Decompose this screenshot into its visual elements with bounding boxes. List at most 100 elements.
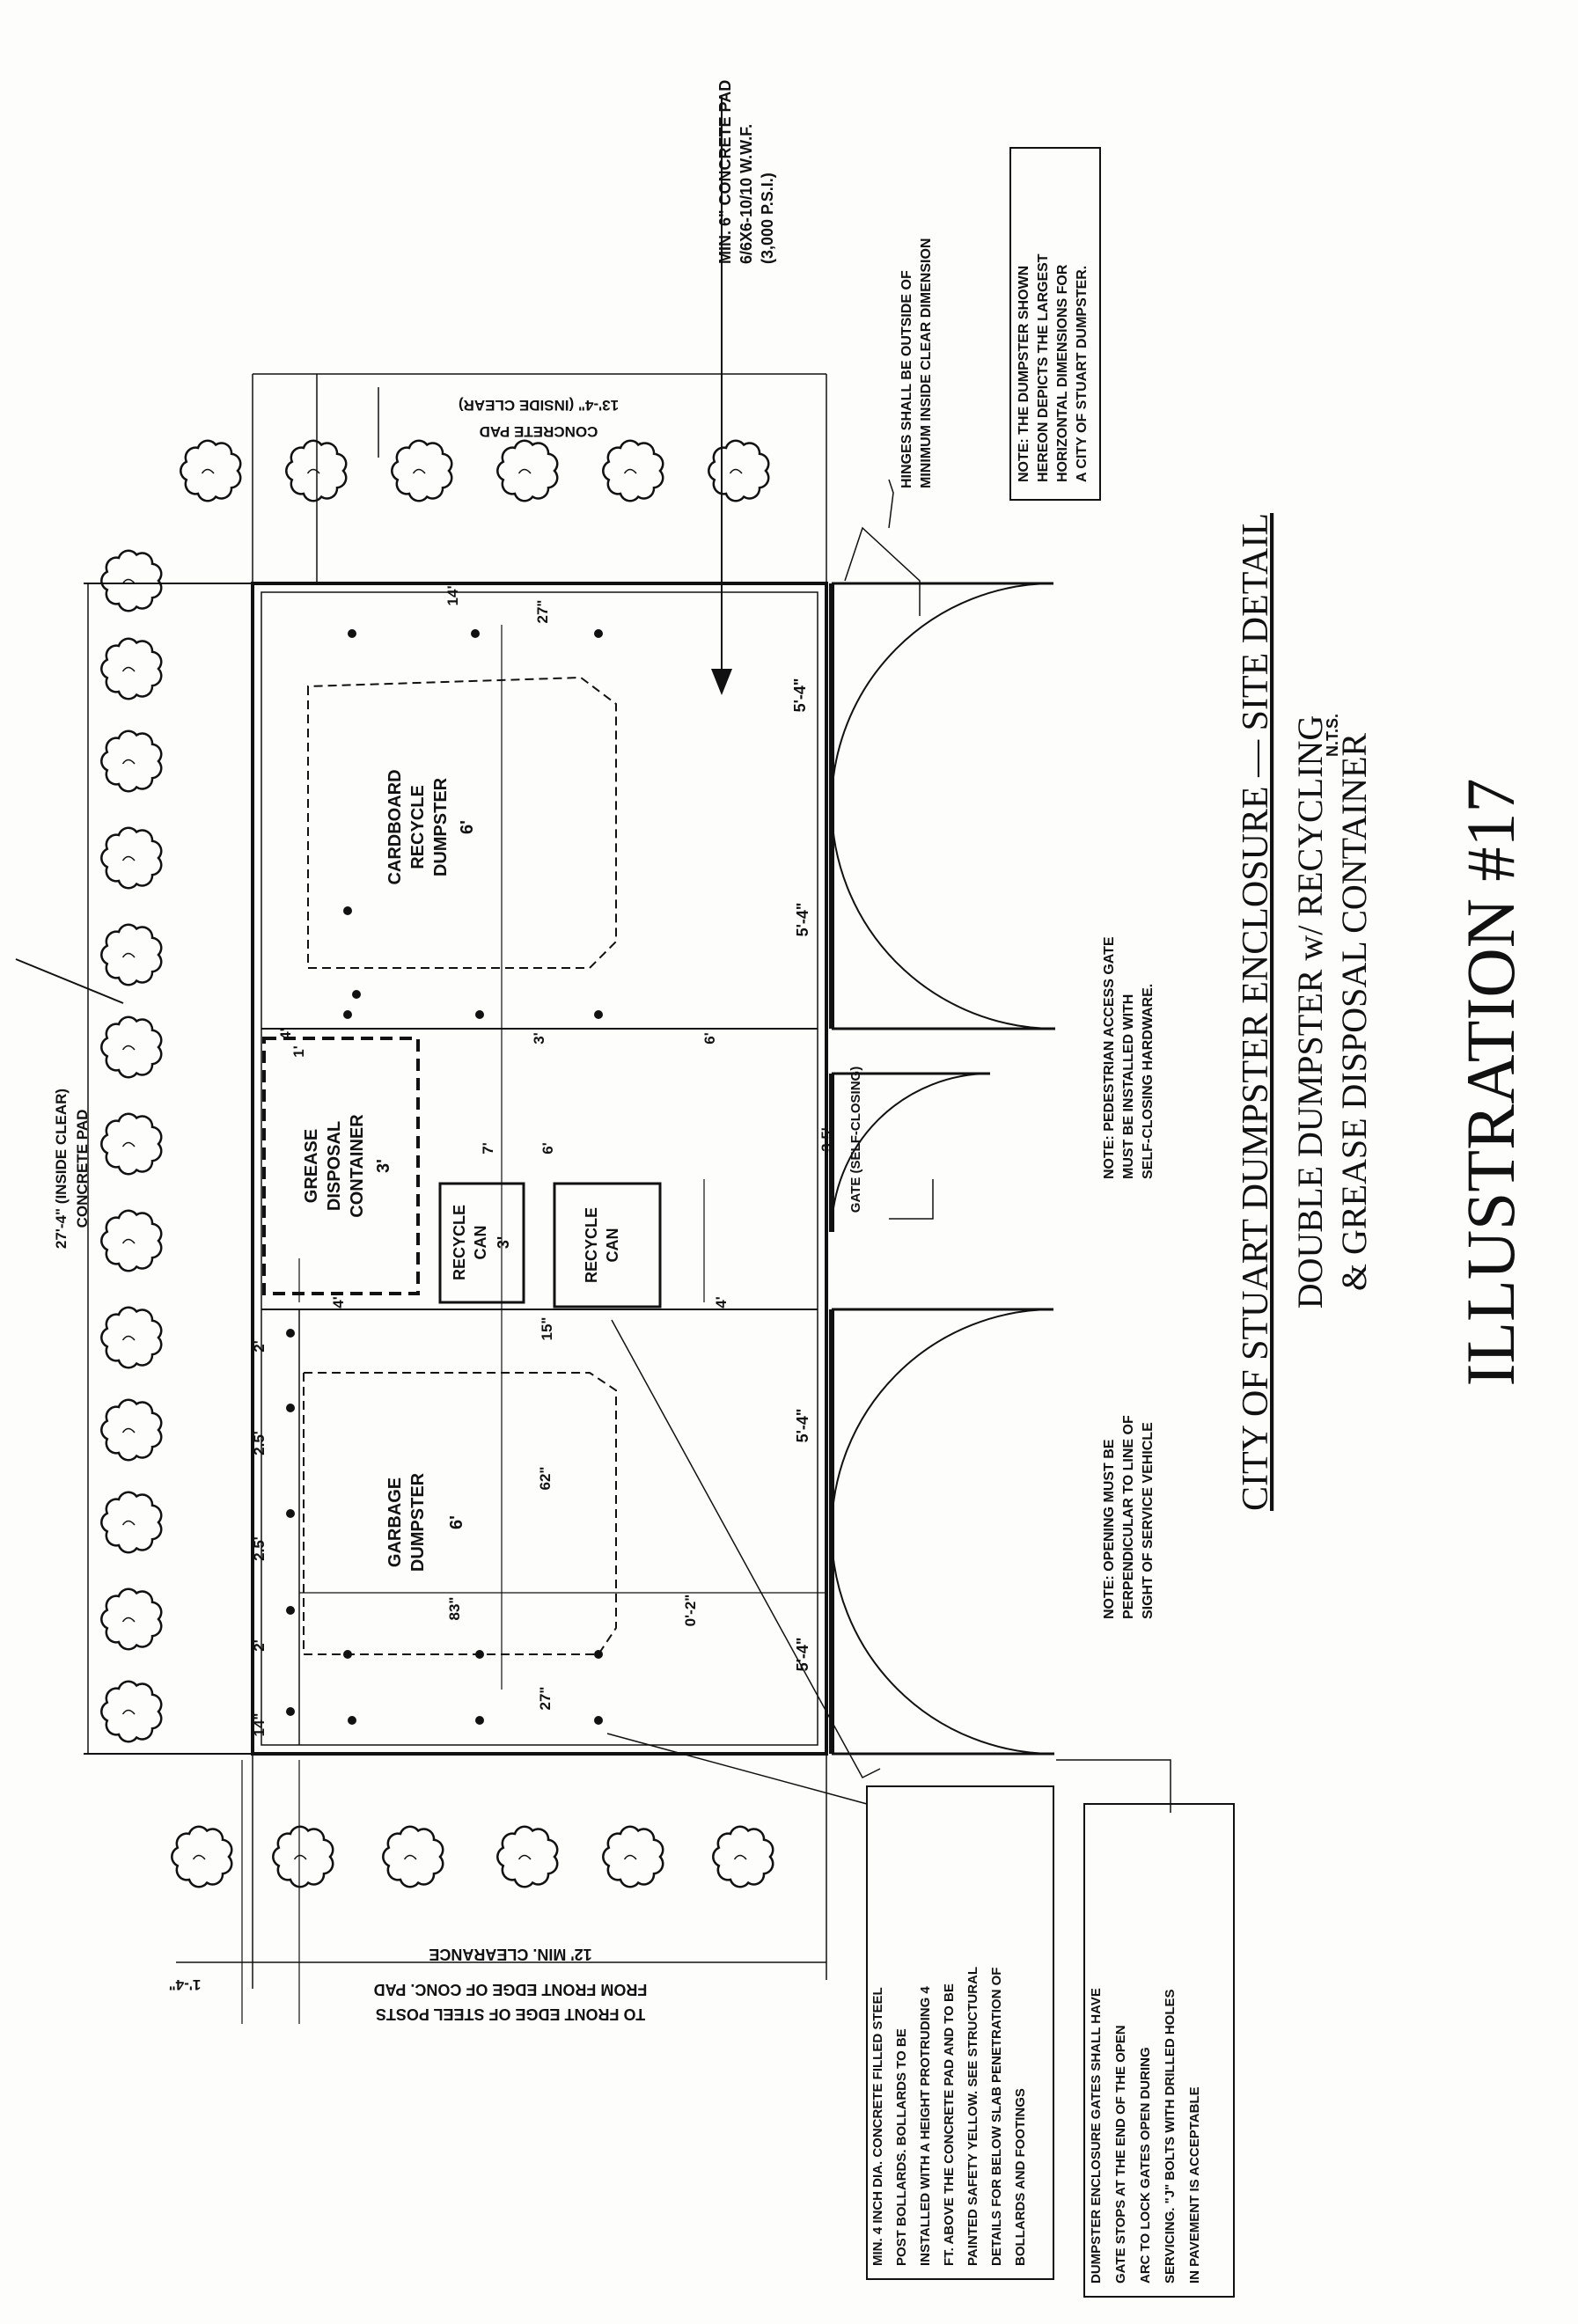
hinges-note: HINGES SHALL BE OUTSIDE OF MINIMUM INSID…: [899, 238, 934, 488]
dumpster-note-box: [1009, 147, 1101, 501]
dim-14-bot: 14": [251, 1713, 268, 1737]
svg-text:BOLLARDS AND FOOTINGS: BOLLARDS AND FOOTINGS: [1013, 2088, 1028, 2266]
recycle-can-2-label: RECYCLE CAN: [583, 1207, 621, 1283]
svg-text:ARC TO LOCK GATES OPEN DURING: ARC TO LOCK GATES OPEN DURING: [1138, 2047, 1153, 2284]
drawing-subtitle-1: DOUBLE DUMPSTER w/ RECYCLING: [1290, 715, 1330, 1309]
bollard-icon: [348, 629, 356, 638]
dim-6: 6': [539, 1142, 556, 1155]
svg-text:HINGES SHALL BE OUTSIDE OF: HINGES SHALL BE OUTSIDE OF: [899, 270, 914, 488]
svg-text:CONTAINER: CONTAINER: [348, 1114, 367, 1218]
svg-text:CARDBOARD: CARDBOARD: [385, 769, 405, 884]
bollard-icon: [286, 1404, 295, 1412]
dim-4c: 4': [713, 1296, 730, 1309]
svg-text:DUMPSTER ENCLOSURE GATES SHALL: DUMPSTER ENCLOSURE GATES SHALL HAVE: [1089, 1988, 1104, 2284]
svg-text:POST BOLLARDS. BOLLARDS TO BE: POST BOLLARDS. BOLLARDS TO BE: [894, 2028, 909, 2266]
dim-4: 4': [330, 1296, 347, 1309]
svg-text:DUMPSTER: DUMPSTER: [431, 777, 451, 876]
svg-text:3.5': 3.5': [818, 1127, 835, 1152]
shrub-icon: [171, 1825, 233, 1888]
shrub-icon: [382, 1825, 444, 1888]
svg-text:GARBAGE: GARBAGE: [385, 1477, 405, 1567]
dimension-lines: [15, 97, 827, 2024]
dim-7: 7': [480, 1142, 496, 1155]
svg-text:CONCRETE PAD: CONCRETE PAD: [74, 1110, 91, 1228]
illustration-number: ILLUSTRATION #17: [1452, 778, 1529, 1386]
bollard-icon: [594, 1650, 603, 1659]
dim-1: 1': [290, 1045, 307, 1058]
svg-text:6': 6': [447, 1515, 466, 1529]
shrub-icon: [100, 1112, 163, 1176]
dim-83: 83": [446, 1597, 463, 1621]
svg-text:RECYCLE: RECYCLE: [583, 1207, 600, 1283]
svg-text:PAINTED SAFETY YELLOW. SEE STR: PAINTED SAFETY YELLOW. SEE STRUCTURAL: [965, 1967, 980, 2266]
svg-text:MINIMUM INSIDE CLEAR DIMENSION: MINIMUM INSIDE CLEAR DIMENSION: [919, 238, 934, 488]
svg-text:CAN: CAN: [472, 1226, 489, 1260]
shrub-icon: [100, 1015, 163, 1079]
shrub-icon: [180, 439, 242, 502]
svg-text:6': 6': [458, 820, 477, 834]
dim-2a: 2': [251, 1340, 268, 1353]
svg-text:NOTE: OPENING MUST BE: NOTE: OPENING MUST BE: [1102, 1439, 1117, 1619]
gates: [829, 582, 1056, 1756]
gate-leaf: [829, 804, 1056, 1030]
bollard-icon: [352, 990, 361, 999]
ped-gate-dimension: 3.5' GATE (SELF-CLOSING): [818, 1067, 863, 1213]
shrub-icon: [100, 826, 163, 890]
concrete-pad: [84, 373, 827, 1989]
dim-4b: 4': [277, 1028, 294, 1040]
gate-stops-note-box: [1083, 1803, 1235, 2298]
bollard-icon: [594, 1010, 603, 1019]
svg-text:PERPENDICULAR TO LINE OF: PERPENDICULAR TO LINE OF: [1121, 1415, 1136, 1619]
dim-6b: 6': [701, 1032, 718, 1045]
enclosure-inner-line: [261, 591, 818, 1746]
grease-label: GREASE DISPOSAL CONTAINER 3': [302, 1114, 393, 1218]
shrub-icon: [100, 637, 163, 700]
bollard-icon: [343, 1650, 352, 1659]
recycle-can-1: [438, 1182, 525, 1304]
gate-dimension-label: 5'-4": [794, 903, 811, 937]
shrub-hedge: [100, 439, 774, 1888]
svg-text:SERVICING. "J" BOLTS WITH DRIL: SERVICING. "J" BOLTS WITH DRILLED HOLES: [1163, 1989, 1178, 2284]
dim-2-5a: 2.5': [251, 1431, 268, 1455]
drawing-subtitle-2: & GREASE DISPOSAL CONTAINER: [1334, 733, 1374, 1292]
svg-text:(3,000 P.S.I.): (3,000 P.S.I.): [759, 172, 776, 264]
svg-text:27'-4" (INSIDE CLEAR): 27'-4" (INSIDE CLEAR): [53, 1089, 70, 1249]
dim-3: 3': [531, 1032, 547, 1045]
shrub-icon: [100, 1680, 163, 1743]
recycle-can-2: [553, 1182, 662, 1309]
scale-label: N.T.S.: [1324, 714, 1341, 757]
bollards-note: MIN. 4 INCH DIA. CONCRETE FILLED STEEL P…: [870, 1967, 1028, 2266]
cardboard-label: CARDBOARD RECYCLE DUMPSTER 6': [385, 769, 477, 884]
gate-dimension-label: 5'-4": [794, 1638, 811, 1672]
shrub-icon: [285, 439, 348, 502]
opening-note: NOTE: OPENING MUST BE PERPENDICULAR TO L…: [1102, 1415, 1156, 1619]
svg-text:DETAILS FOR BELOW SLAB PENETRA: DETAILS FOR BELOW SLAB PENETRATION OF: [989, 1968, 1004, 2266]
shrub-icon: [272, 1825, 334, 1888]
svg-text:SIGHT OF SERVICE VEHICLE: SIGHT OF SERVICE VEHICLE: [1141, 1422, 1156, 1619]
shrub-icon: [100, 923, 163, 986]
svg-text:DISPOSAL: DISPOSAL: [325, 1121, 344, 1211]
svg-text:1'-4": 1'-4": [169, 1976, 202, 1993]
bollard-icon: [286, 1509, 295, 1518]
shrub-icon: [100, 1306, 163, 1369]
svg-text:SELF-CLOSING HARDWARE.: SELF-CLOSING HARDWARE.: [1141, 984, 1156, 1179]
svg-text:CAN: CAN: [604, 1228, 621, 1263]
shrub-icon: [602, 1825, 664, 1888]
gate-dimension-label: 5'-4": [791, 678, 809, 713]
bollard-note-box: [866, 1785, 1054, 2280]
shrub-icon: [708, 439, 770, 502]
recycle-can-1-label: RECYCLE CAN 3': [451, 1205, 512, 1280]
svg-text:INSTALLED WITH A HEIGHT PROTRU: INSTALLED WITH A HEIGHT PROTRUDING 4: [918, 1986, 933, 2266]
svg-text:3': 3': [495, 1236, 512, 1249]
svg-text:IN PAVEMENT IS ACCEPTABLE: IN PAVEMENT IS ACCEPTABLE: [1187, 2086, 1202, 2284]
shrub-icon: [100, 1209, 163, 1272]
svg-text:TO FRONT EDGE OF STEEL POSTS: TO FRONT EDGE OF STEEL POSTS: [376, 2005, 645, 2023]
bollard-icon: [594, 629, 603, 638]
svg-text:NOTE: THE DUMPSTER SHOWN: NOTE: THE DUMPSTER SHOWN: [1017, 266, 1031, 482]
svg-text:HEREON DEPICTS THE LARGEST: HEREON DEPICTS THE LARGEST: [1036, 253, 1051, 482]
svg-text:3': 3': [374, 1159, 393, 1173]
clearance-dimension: 12' MIN. CLEARANCE FROM FRONT EDGE OF CO…: [374, 1946, 648, 2023]
svg-text:FROM FRONT EDGE OF CONC. PAD: FROM FRONT EDGE OF CONC. PAD: [374, 1981, 648, 1998]
shrub-icon: [496, 439, 559, 502]
